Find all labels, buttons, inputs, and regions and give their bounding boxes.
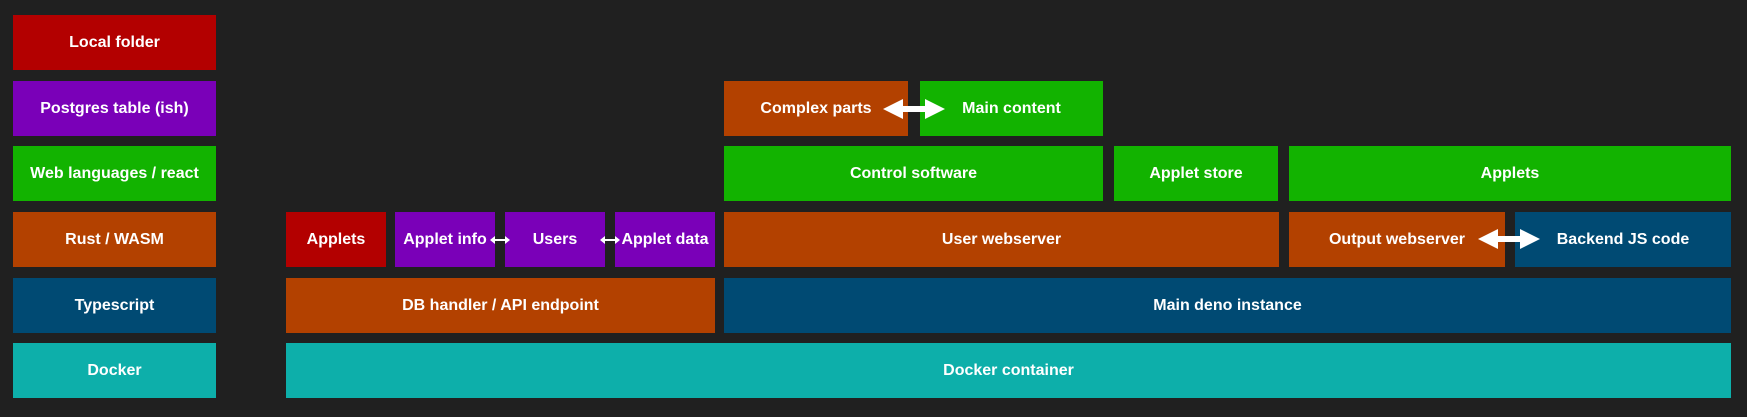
backend-js-code-block: Backend JS code	[1515, 212, 1731, 267]
legend-web-languages: Web languages / react	[13, 146, 216, 201]
backend-js-code-label: Backend JS code	[1556, 230, 1690, 248]
complex-parts-block: Complex parts	[724, 81, 908, 136]
legend-rust-wasm-label: Rust / WASM	[65, 230, 164, 248]
output-backend-double-arrow-icon	[1478, 229, 1540, 249]
applet-info-block: Applet info	[395, 212, 495, 267]
applets-web-label: Applets	[1480, 164, 1540, 182]
output-webserver-label: Output webserver	[1328, 230, 1466, 248]
control-software-label: Control software	[849, 164, 978, 182]
main-content-block: Main content	[920, 81, 1103, 136]
docker-container-label: Docker container	[943, 361, 1074, 379]
applet-store-label: Applet store	[1149, 164, 1243, 182]
db-handler-label: DB handler / API endpoint	[402, 296, 599, 314]
user-webserver-block: User webserver	[724, 212, 1279, 267]
complex-parts-label: Complex parts	[760, 99, 872, 117]
applets-folder-block: Applets	[286, 212, 386, 267]
legend-docker: Docker	[13, 343, 216, 398]
main-deno-instance-block: Main deno instance	[724, 278, 1731, 333]
legend-typescript: Typescript	[13, 278, 216, 333]
users-label: Users	[532, 230, 578, 248]
complex-main-double-arrow-icon	[883, 99, 945, 119]
control-software-block: Control software	[724, 146, 1103, 201]
output-webserver-block: Output webserver	[1289, 212, 1505, 267]
applets-web-block: Applets	[1289, 146, 1731, 201]
legend-local-folder: Local folder	[13, 15, 216, 70]
db-handler-block: DB handler / API endpoint	[286, 278, 715, 333]
applet-info-label: Applet info	[403, 230, 487, 248]
applets-folder-label: Applets	[306, 230, 366, 248]
users-data-double-arrow-icon	[600, 236, 620, 244]
legend-rust-wasm: Rust / WASM	[13, 212, 216, 267]
legend-local-folder-label: Local folder	[69, 33, 160, 51]
legend-docker-label: Docker	[87, 361, 142, 379]
legend-postgres-table-label: Postgres table (ish)	[40, 99, 189, 117]
applet-store-block: Applet store	[1114, 146, 1278, 201]
main-deno-instance-label: Main deno instance	[1153, 296, 1302, 314]
legend-typescript-label: Typescript	[74, 296, 155, 314]
info-users-double-arrow-icon	[490, 236, 510, 244]
main-content-label: Main content	[962, 99, 1061, 117]
applet-data-label: Applet data	[621, 230, 709, 248]
docker-container-block: Docker container	[286, 343, 1731, 398]
users-block: Users	[505, 212, 605, 267]
legend-web-languages-label: Web languages / react	[30, 164, 199, 182]
legend-postgres-table: Postgres table (ish)	[13, 81, 216, 136]
applet-data-block: Applet data	[615, 212, 715, 267]
user-webserver-label: User webserver	[941, 230, 1062, 248]
